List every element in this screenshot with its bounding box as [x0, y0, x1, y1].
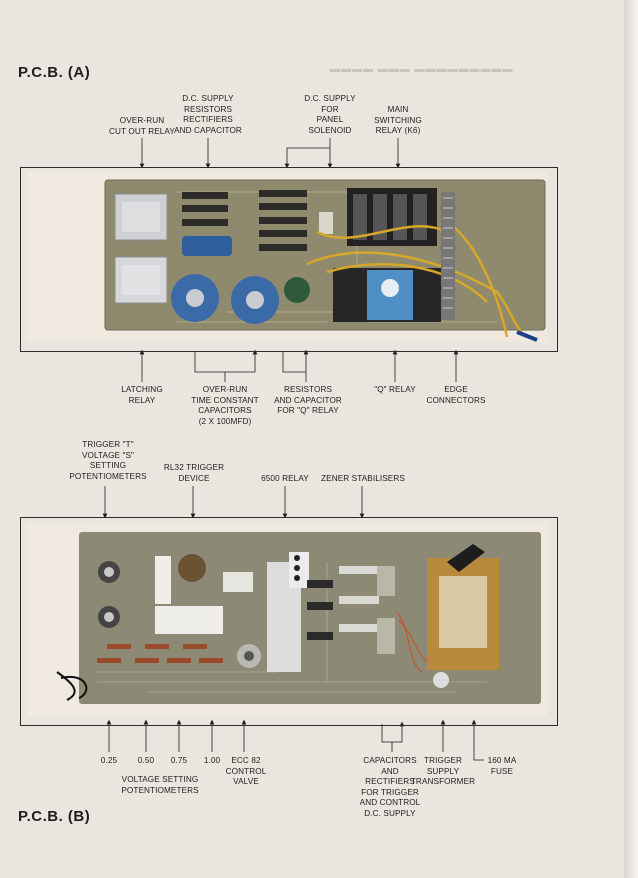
label-q-relay: "Q" RELAY [374, 385, 416, 394]
pcb-a-heading: P.C.B. (A) [18, 64, 91, 81]
label-v075: 0.75 [170, 756, 188, 765]
label-zener-stabilisers: ZENER STABILISERS [321, 474, 405, 483]
pcb-b-photo [27, 522, 547, 716]
pcb-a-frame [20, 167, 558, 352]
pcb-b-heading: P.C.B. (B) [18, 808, 91, 825]
label-v025: 0.25 [100, 756, 118, 765]
bleed-through-text: ▬▬▬▬ ▬▬▬ ▬▬▬▬▬▬▬▬▬ [330, 64, 514, 75]
label-v050: 0.50 [137, 756, 155, 765]
pcb-a-photo [27, 172, 547, 342]
page-edge [624, 0, 638, 878]
label-v100: 1.00 [203, 756, 221, 765]
pcb-b-frame [20, 517, 558, 726]
label-6500-relay: 6500 RELAY [261, 474, 309, 483]
